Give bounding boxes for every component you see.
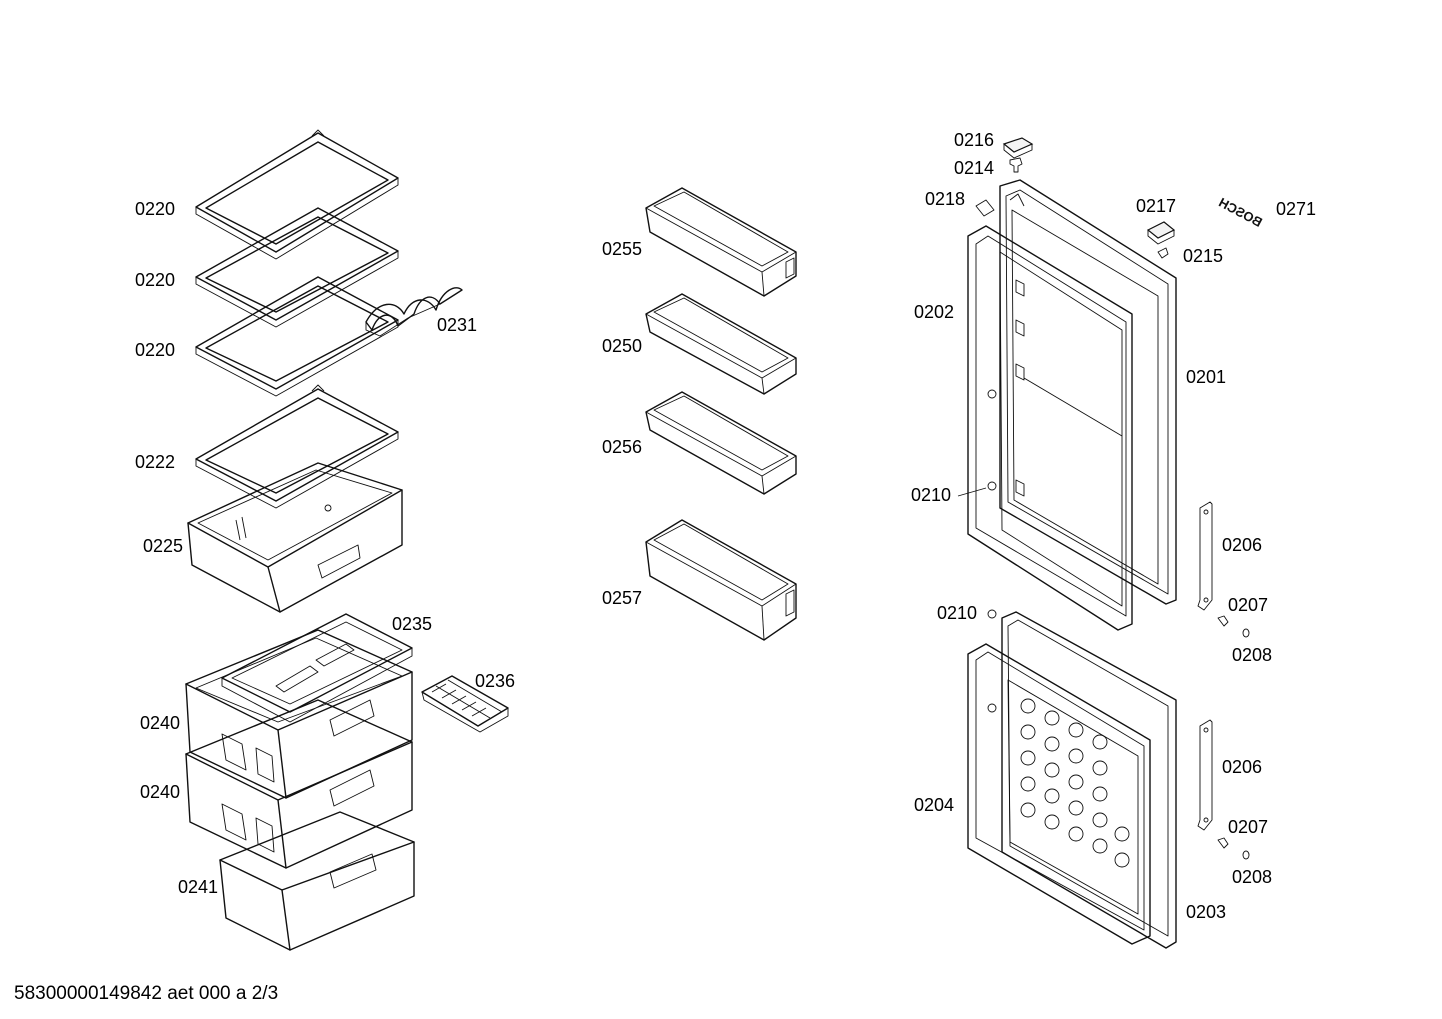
label-ice-cube-tray: 0236 <box>475 671 516 691</box>
label-shelf-2: 0220 <box>135 270 176 290</box>
door-rack-4 <box>645 519 797 641</box>
freezer-drawer-3 <box>219 811 415 951</box>
glass-shelf-1 <box>195 129 399 260</box>
cover-cap-0216 <box>1002 137 1034 159</box>
cap-0215 <box>1157 247 1169 259</box>
cover-cap-0214 <box>1009 157 1023 173</box>
door-handle-upper <box>1197 501 1213 611</box>
hinge-pin-lower-inner <box>987 703 997 713</box>
hinge-pin-upper <box>957 389 997 497</box>
label-logo: 0271 <box>1276 199 1317 219</box>
upper-door <box>999 179 1177 605</box>
label-gasket-upper: 0202 <box>914 302 955 322</box>
cap-0217 <box>1146 221 1176 245</box>
washer-lower <box>1242 850 1250 860</box>
washer-upper <box>1242 628 1250 638</box>
label-gasket-lower: 0204 <box>914 795 955 815</box>
door-rack-2 <box>645 293 797 395</box>
bosch-logo: BOSCH <box>1216 195 1264 230</box>
label-freezer-drawer-3: 0241 <box>178 877 219 897</box>
label-freezer-drawer-1: 0240 <box>140 713 181 733</box>
screw-lower <box>1217 837 1229 849</box>
label-crisper-box: 0225 <box>143 536 184 556</box>
label-door-rack-4: 0257 <box>602 588 643 608</box>
wine-rack <box>365 287 463 337</box>
label-washer-upper: 0208 <box>1232 645 1273 665</box>
label-door-rack-2: 0250 <box>602 336 643 356</box>
label-door-upper: 0201 <box>1186 367 1227 387</box>
screw-upper <box>1217 615 1229 627</box>
door-handle-lower <box>1197 719 1213 831</box>
label-freezer-drawer-2: 0240 <box>140 782 181 802</box>
ice-cube-tray <box>421 675 509 733</box>
label-washer-lower: 0208 <box>1232 867 1273 887</box>
crisper-box <box>187 462 403 613</box>
hinge-pin-lower-0210 <box>987 609 997 619</box>
glass-shelf-3 <box>195 276 399 397</box>
label-shelf-3: 0220 <box>135 340 176 360</box>
label-door-rack-1: 0255 <box>602 239 643 259</box>
label-crisper-cover-shelf: 0222 <box>135 452 176 472</box>
label-cap-0215: 0215 <box>1183 246 1224 266</box>
freezer-drawer-1 <box>185 629 413 799</box>
drawing-reference-footer: 58300000149842 aet 000 a 2/3 <box>14 983 279 1004</box>
glass-shelf-2 <box>195 207 399 328</box>
label-screw-upper: 0207 <box>1228 595 1269 615</box>
label-door-rack-3: 0256 <box>602 437 643 457</box>
label-hinge-pin-lower: 0210 <box>937 603 978 623</box>
label-handle-upper: 0206 <box>1222 535 1263 555</box>
svg-text:BOSCH: BOSCH <box>1216 195 1264 230</box>
label-shelf-1: 0220 <box>135 199 176 219</box>
label-pad-0218: 0218 <box>925 189 966 209</box>
label-hinge-pin-upper: 0210 <box>911 485 952 505</box>
label-cover-cap-0214: 0214 <box>954 158 995 178</box>
label-cap-0217: 0217 <box>1136 196 1177 216</box>
pad-0218 <box>975 199 995 217</box>
crisper-cover-shelf <box>195 384 399 509</box>
door-rack-1 <box>645 187 797 297</box>
label-screw-lower: 0207 <box>1228 817 1269 837</box>
label-door-lower: 0203 <box>1186 902 1227 922</box>
door-rack-3 <box>645 391 797 495</box>
freezer-drawer-2 <box>185 699 413 869</box>
lower-door-gasket <box>967 643 1151 945</box>
label-cover-cap-0216: 0216 <box>954 130 995 150</box>
label-handle-lower: 0206 <box>1222 757 1263 777</box>
label-ice-tray-cover: 0235 <box>392 614 433 634</box>
label-wine-rack: 0231 <box>437 315 478 335</box>
upper-door-gasket <box>967 225 1133 631</box>
